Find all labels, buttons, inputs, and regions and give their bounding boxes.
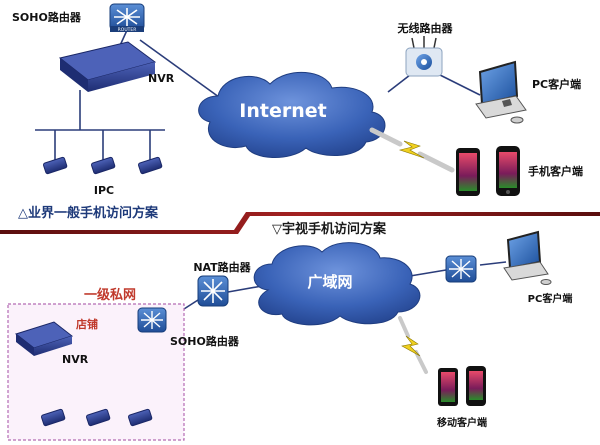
bottom-phone-icon	[438, 366, 486, 406]
bottom-soho-router-label: SOHO路由器	[170, 334, 240, 348]
bottom-soho-router-icon	[137, 307, 167, 333]
top-section-title: △业界一般手机访问方案	[18, 205, 159, 221]
nat-router-icon	[197, 275, 229, 307]
bottom-right-router-icon	[445, 255, 477, 283]
wireless-router-icon	[405, 36, 443, 77]
top-wireless-signal-icon	[369, 127, 455, 173]
internet-cloud-icon	[198, 71, 386, 159]
top-soho-router-icon: ROUTER	[109, 3, 145, 33]
bottom-pc-client-label: PC客户端	[528, 292, 573, 305]
store-label: 店铺	[76, 317, 98, 331]
bottom-pc-icon	[503, 230, 552, 285]
bottom-mobile-client-label: 移动客户端	[437, 416, 487, 429]
top-mobile-client-label: 手机客户端	[528, 164, 583, 178]
private-network-label: 一级私网	[84, 287, 136, 303]
router-badge-text: ROUTER	[118, 27, 137, 33]
section-divider	[0, 212, 600, 234]
top-phone-icon	[456, 146, 520, 196]
wan-label: 广域网	[307, 273, 352, 291]
bottom-nvr-icon	[14, 321, 74, 356]
top-pc-client-label: PC客户端	[532, 77, 581, 91]
bottom-ipc-camera-icon	[41, 408, 153, 427]
bottom-wireless-signal-icon	[398, 316, 428, 374]
internet-label: Internet	[239, 100, 326, 122]
top-pc-icon	[475, 60, 527, 124]
top-soho-router-label: SOHO路由器	[12, 10, 82, 24]
nat-router-label: NAT路由器	[193, 260, 251, 274]
bottom-section-title: ▽宇视手机访问方案	[272, 221, 387, 237]
bottom-nvr-label: NVR	[62, 353, 89, 366]
wireless-router-label: 无线路由器	[397, 21, 454, 35]
top-nvr-icon	[58, 41, 157, 92]
top-nvr-label: NVR	[148, 72, 175, 85]
top-ipc-camera-icon	[43, 156, 163, 175]
wan-cloud-icon	[253, 242, 421, 326]
top-ipc-label: IPC	[94, 184, 114, 197]
